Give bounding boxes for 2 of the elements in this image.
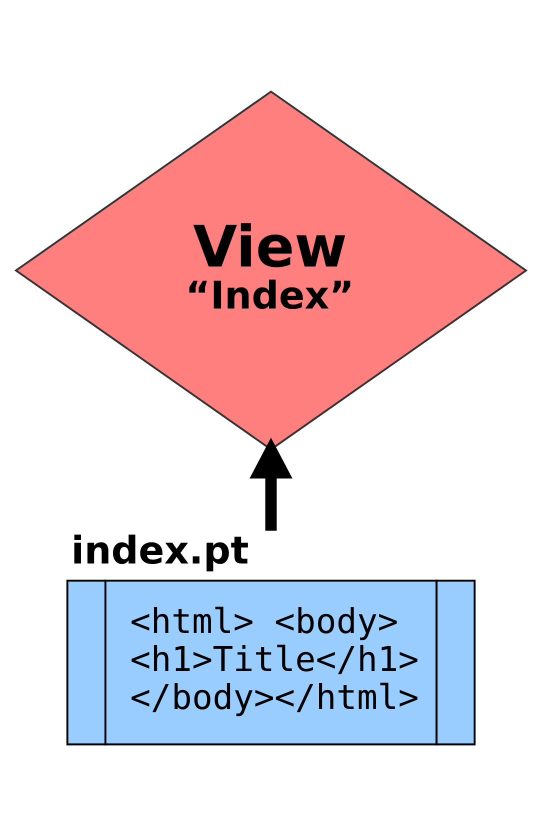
node-label: index.pt	[71, 528, 249, 572]
arrow	[250, 437, 292, 530]
